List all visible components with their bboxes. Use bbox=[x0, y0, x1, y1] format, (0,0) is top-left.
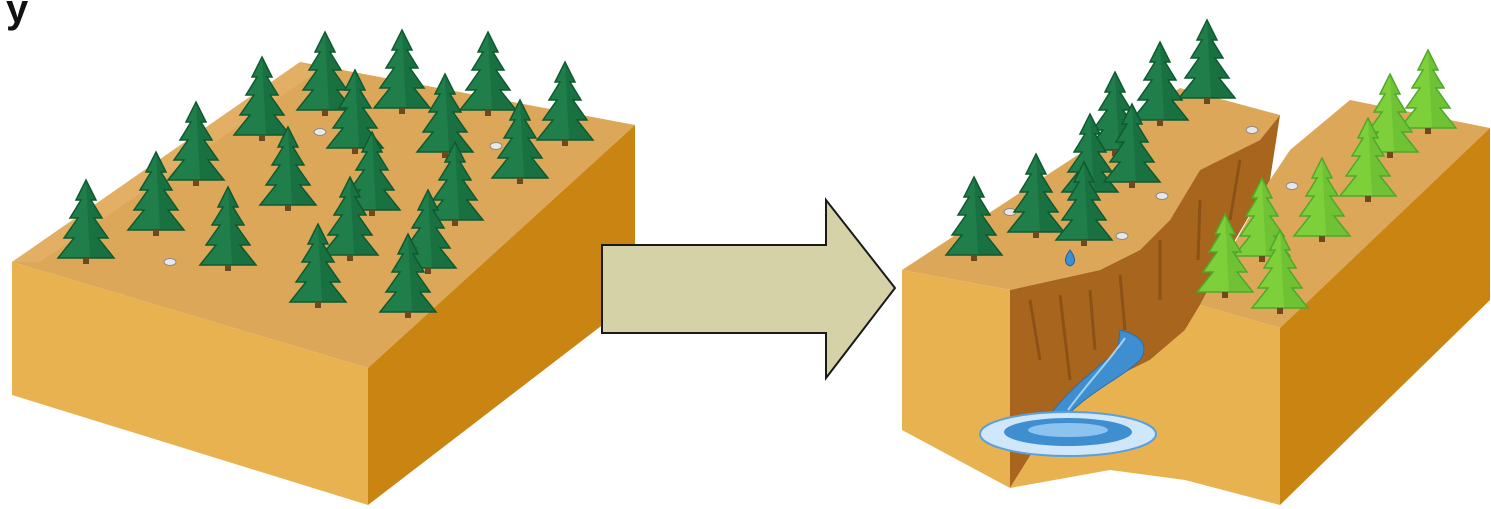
canyon-right-front bbox=[1185, 305, 1280, 505]
canyon-left-front bbox=[902, 270, 1010, 488]
tree-icon bbox=[537, 62, 593, 146]
right-arrow-icon bbox=[602, 200, 895, 378]
tree-icon bbox=[374, 30, 430, 114]
title-fragment: y bbox=[6, 0, 29, 31]
tree-icon bbox=[460, 32, 516, 116]
tree-icon bbox=[1400, 50, 1456, 134]
tree-icon bbox=[1179, 20, 1235, 104]
pond bbox=[980, 412, 1156, 456]
tree-icon bbox=[1132, 42, 1188, 126]
